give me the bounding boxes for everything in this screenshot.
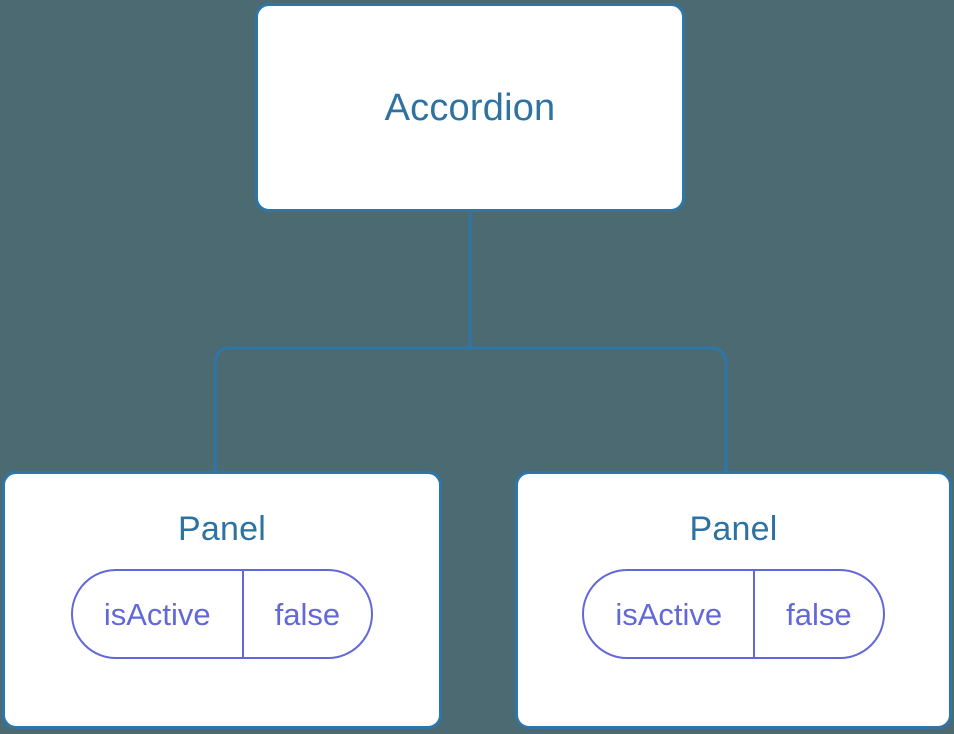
state-pill-panel-right[interactable]: isActive false: [582, 569, 885, 659]
node-panel-left-title: Panel: [178, 510, 266, 548]
state-value-isactive-right: false: [753, 571, 882, 657]
node-accordion-title: Accordion: [384, 86, 556, 129]
node-accordion[interactable]: Accordion: [255, 3, 685, 212]
node-panel-right[interactable]: Panel isActive false: [515, 471, 952, 729]
state-value-isactive-left: false: [241, 571, 371, 657]
edge-to-panel-left: [213, 346, 470, 473]
state-pill-panel-left[interactable]: isActive false: [70, 569, 374, 659]
state-key-isactive-right: isActive: [615, 596, 723, 632]
node-panel-left[interactable]: Panel isActive false: [2, 471, 442, 729]
edge-to-panel-right: [470, 346, 728, 473]
node-panel-right-title: Panel: [689, 510, 778, 548]
state-key-isactive-left: isActive: [103, 596, 211, 632]
